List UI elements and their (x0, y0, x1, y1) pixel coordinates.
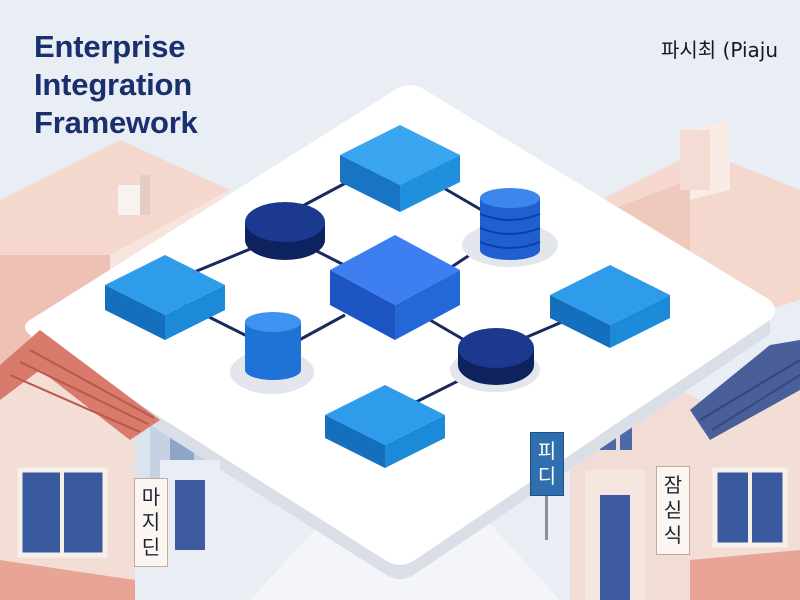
cylinder-node (245, 312, 301, 380)
page-title: Enterprise Integration Framework (34, 28, 198, 142)
shop-sign-left: 마지딘 (134, 478, 168, 567)
database-node (479, 188, 541, 260)
title-line-2: Integration (34, 67, 192, 102)
right-box-node (550, 265, 670, 348)
top-disc-node (245, 202, 325, 260)
center-box-node (330, 235, 460, 340)
right-disc-node (458, 328, 534, 385)
title-line-3: Framework (34, 105, 198, 140)
building-front-right (545, 340, 800, 600)
shop-sign-middle: 피디 (530, 432, 564, 496)
building-front-left (0, 330, 220, 600)
bottom-box-node (325, 385, 445, 468)
shop-sign-right: 잠싣식 (656, 466, 690, 555)
top-box-node (340, 125, 460, 212)
title-line-1: Enterprise (34, 29, 186, 64)
corner-label: 파시최 (Piaju (660, 38, 778, 62)
left-box-node (105, 255, 225, 340)
